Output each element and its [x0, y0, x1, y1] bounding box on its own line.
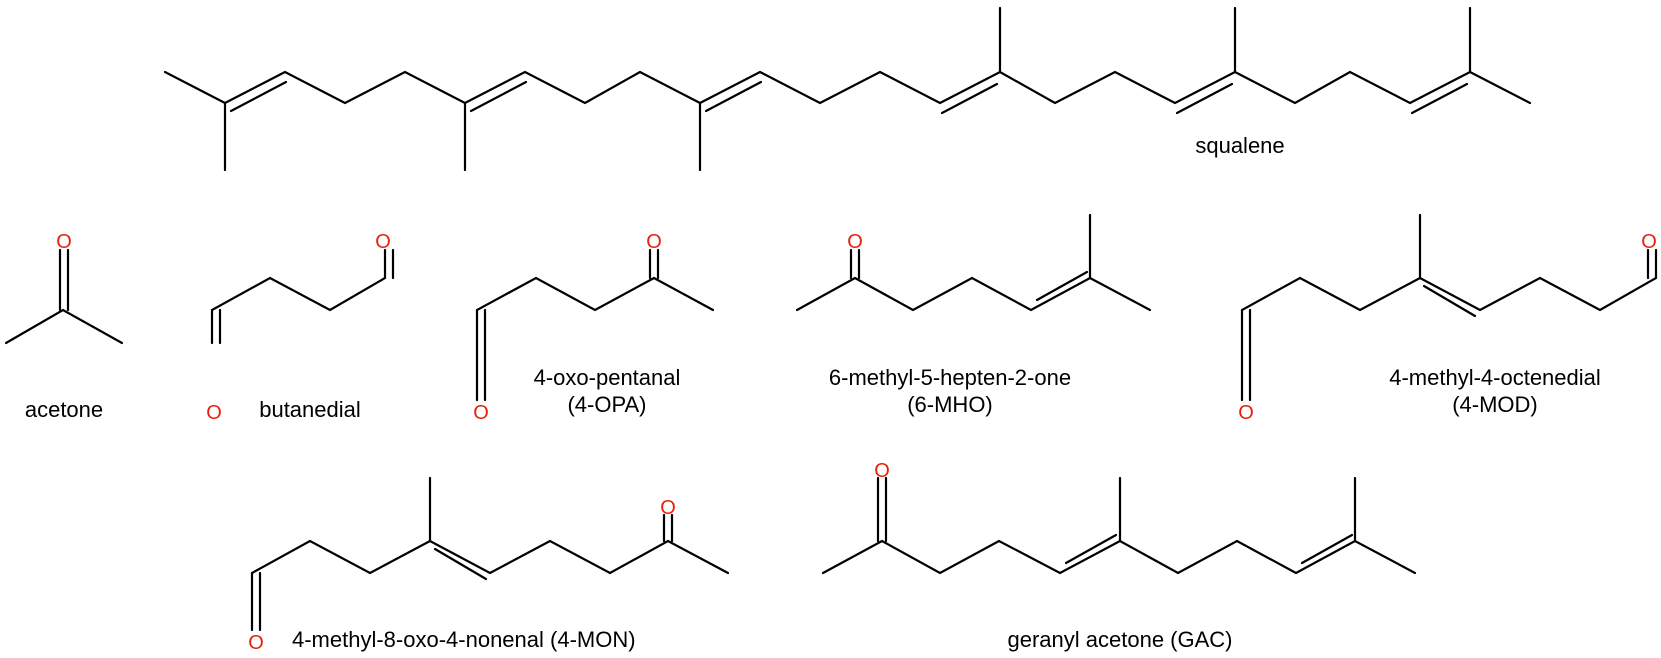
4-oxo-pentanal-oxygen-atom-bottom: O: [473, 402, 489, 424]
4-methyl-4-octenedial-abbrev: (4-MOD): [1452, 392, 1538, 417]
acetone-oxygen-atom: O: [56, 231, 72, 253]
4-oxo-pentanal-oxygen-atom-top: O: [646, 231, 662, 253]
molecule-geranyl-acetone: O geranyl acetone (GAC): [821, 460, 1417, 652]
4-methyl-4-octenedial-bonds: [1240, 213, 1658, 402]
4-methyl-8-oxo-4-nonenal-bonds: [250, 476, 730, 632]
molecule-butanedial: O O butanedial: [206, 231, 395, 424]
4-methyl-8-oxo-4-nonenal-oxygen-atom-top: O: [660, 497, 676, 519]
molecule-squalene: squalene: [163, 6, 1532, 172]
4-methyl-8-oxo-4-nonenal-oxygen-atom-bottom: O: [248, 632, 264, 654]
6-methyl-5-hepten-2-one-bonds: [795, 213, 1152, 312]
geranyl-acetone-bonds: [821, 476, 1417, 575]
molecule-6-methyl-5-hepten-2-one: O 6-methyl-5-hepten-2-one (6-MHO): [795, 213, 1152, 417]
acetone-bonds: [4, 248, 124, 345]
4-methyl-4-octenedial-oxygen-atom-top: O: [1641, 231, 1657, 253]
6-methyl-5-hepten-2-one-abbrev: (6-MHO): [907, 392, 993, 417]
squalene-bonds: [163, 6, 1532, 172]
molecule-acetone: O acetone: [4, 231, 124, 422]
geranyl-acetone-label: geranyl acetone (GAC): [1008, 627, 1233, 652]
butanedial-oxygen-atom-top: O: [375, 231, 391, 253]
4-oxo-pentanal-bonds: [475, 248, 715, 402]
6-methyl-5-hepten-2-one-oxygen-atom: O: [847, 231, 863, 253]
4-oxo-pentanal-abbrev: (4-OPA): [567, 392, 646, 417]
6-methyl-5-hepten-2-one-label: 6-methyl-5-hepten-2-one: [829, 365, 1071, 390]
4-methyl-8-oxo-4-nonenal-label: 4-methyl-8-oxo-4-nonenal (4-MON): [292, 627, 636, 652]
4-oxo-pentanal-label: 4-oxo-pentanal: [534, 365, 681, 390]
geranyl-acetone-oxygen-atom: O: [874, 460, 890, 482]
molecule-4-methyl-4-octenedial: O O 4-methyl-4-octenedial (4-MOD): [1238, 213, 1658, 424]
squalene-label: squalene: [1195, 133, 1284, 158]
butanedial-bonds: [210, 248, 395, 345]
4-methyl-4-octenedial-label: 4-methyl-4-octenedial: [1389, 365, 1601, 390]
molecule-4-methyl-8-oxo-4-nonenal: O O 4-methyl-8-oxo-4-nonenal (4-MON): [248, 476, 730, 654]
acetone-label: acetone: [25, 397, 103, 422]
butanedial-oxygen-atom-bottom: O: [206, 402, 222, 424]
butanedial-label: butanedial: [259, 397, 361, 422]
4-methyl-4-octenedial-oxygen-atom-bottom: O: [1238, 402, 1254, 424]
molecule-4-oxo-pentanal: O O 4-oxo-pentanal (4-OPA): [473, 231, 715, 424]
